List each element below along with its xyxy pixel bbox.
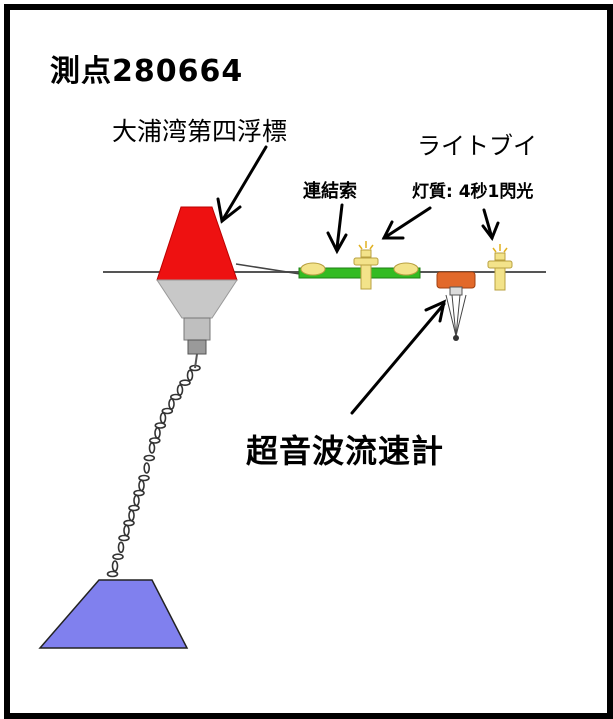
main-buoy bbox=[156, 206, 238, 369]
light-lamp bbox=[360, 249, 372, 258]
light-buoy-1 bbox=[353, 241, 379, 290]
anchor-chain bbox=[106, 364, 201, 578]
chain-link bbox=[128, 509, 135, 522]
light-glint bbox=[492, 247, 497, 253]
link-float-bar bbox=[298, 267, 421, 279]
light-character-label: 灯質: 4秒1閃光 bbox=[412, 182, 534, 202]
float-pod bbox=[300, 262, 326, 276]
chain-link bbox=[117, 541, 125, 554]
adcp-sensor bbox=[449, 286, 463, 296]
buoy-shackle bbox=[194, 353, 198, 369]
chain-link bbox=[143, 454, 156, 462]
chain-link bbox=[176, 384, 184, 396]
arrows bbox=[216, 145, 500, 415]
light-collar bbox=[353, 257, 379, 266]
chain-link bbox=[170, 393, 182, 401]
chain-link bbox=[118, 534, 130, 542]
light-body bbox=[494, 267, 506, 291]
anchor-block bbox=[38, 579, 189, 649]
adcp-bridle bbox=[455, 294, 461, 337]
chain-link bbox=[111, 560, 119, 572]
light-lamp bbox=[494, 252, 506, 261]
chain-link bbox=[149, 437, 161, 444]
chain-link bbox=[128, 504, 140, 512]
chain-link bbox=[154, 427, 161, 439]
link-float bbox=[298, 262, 421, 279]
chain-link bbox=[159, 412, 167, 424]
arrow-adcp bbox=[350, 299, 447, 415]
light-glint bbox=[369, 244, 374, 250]
adcp-label: 超音波流速計 bbox=[246, 432, 445, 470]
chain-link bbox=[133, 489, 145, 497]
light-buoy-2 bbox=[487, 244, 513, 291]
chain-link bbox=[106, 570, 119, 578]
chain-link bbox=[123, 519, 135, 527]
light-glint bbox=[503, 247, 508, 253]
adcp-bridle bbox=[451, 294, 457, 337]
light-buoy-label: ライトブイ bbox=[417, 132, 537, 160]
arrow-light-buoy-2 bbox=[481, 208, 500, 242]
chain-link bbox=[138, 474, 150, 482]
chain-link bbox=[143, 462, 150, 474]
light-body bbox=[360, 264, 372, 290]
arrow-buoy-name bbox=[216, 145, 268, 224]
arrow-light-buoy-1 bbox=[381, 206, 432, 240]
adcp-float bbox=[436, 271, 476, 289]
adcp-bridle bbox=[445, 294, 457, 337]
adcp-bridle bbox=[455, 294, 467, 337]
chain-link bbox=[138, 479, 145, 492]
chain-link bbox=[112, 553, 124, 561]
link-rope-line bbox=[235, 263, 301, 275]
buoy-swivel bbox=[187, 339, 207, 355]
arrow-link-rope bbox=[326, 203, 348, 255]
light-glint bbox=[358, 244, 363, 250]
light-collar bbox=[487, 260, 513, 269]
chain-link bbox=[133, 494, 140, 507]
buoy-bottom-cone bbox=[156, 279, 238, 319]
chain-link bbox=[161, 407, 174, 415]
chain-link bbox=[123, 524, 130, 537]
adcp-weight bbox=[453, 335, 459, 341]
float-pod bbox=[393, 262, 419, 276]
adcp-device bbox=[436, 271, 476, 341]
buoy-name-label: 大浦湾第四浮標 bbox=[112, 117, 288, 146]
chain-link bbox=[168, 398, 175, 410]
buoy-neck bbox=[183, 317, 211, 341]
chain-link bbox=[179, 379, 191, 387]
station-title: 測点280664 bbox=[50, 54, 244, 89]
chain-link bbox=[154, 422, 167, 429]
chain-link bbox=[186, 369, 194, 382]
chain-link bbox=[148, 442, 156, 454]
link-rope-label: 連結索 bbox=[303, 181, 357, 202]
